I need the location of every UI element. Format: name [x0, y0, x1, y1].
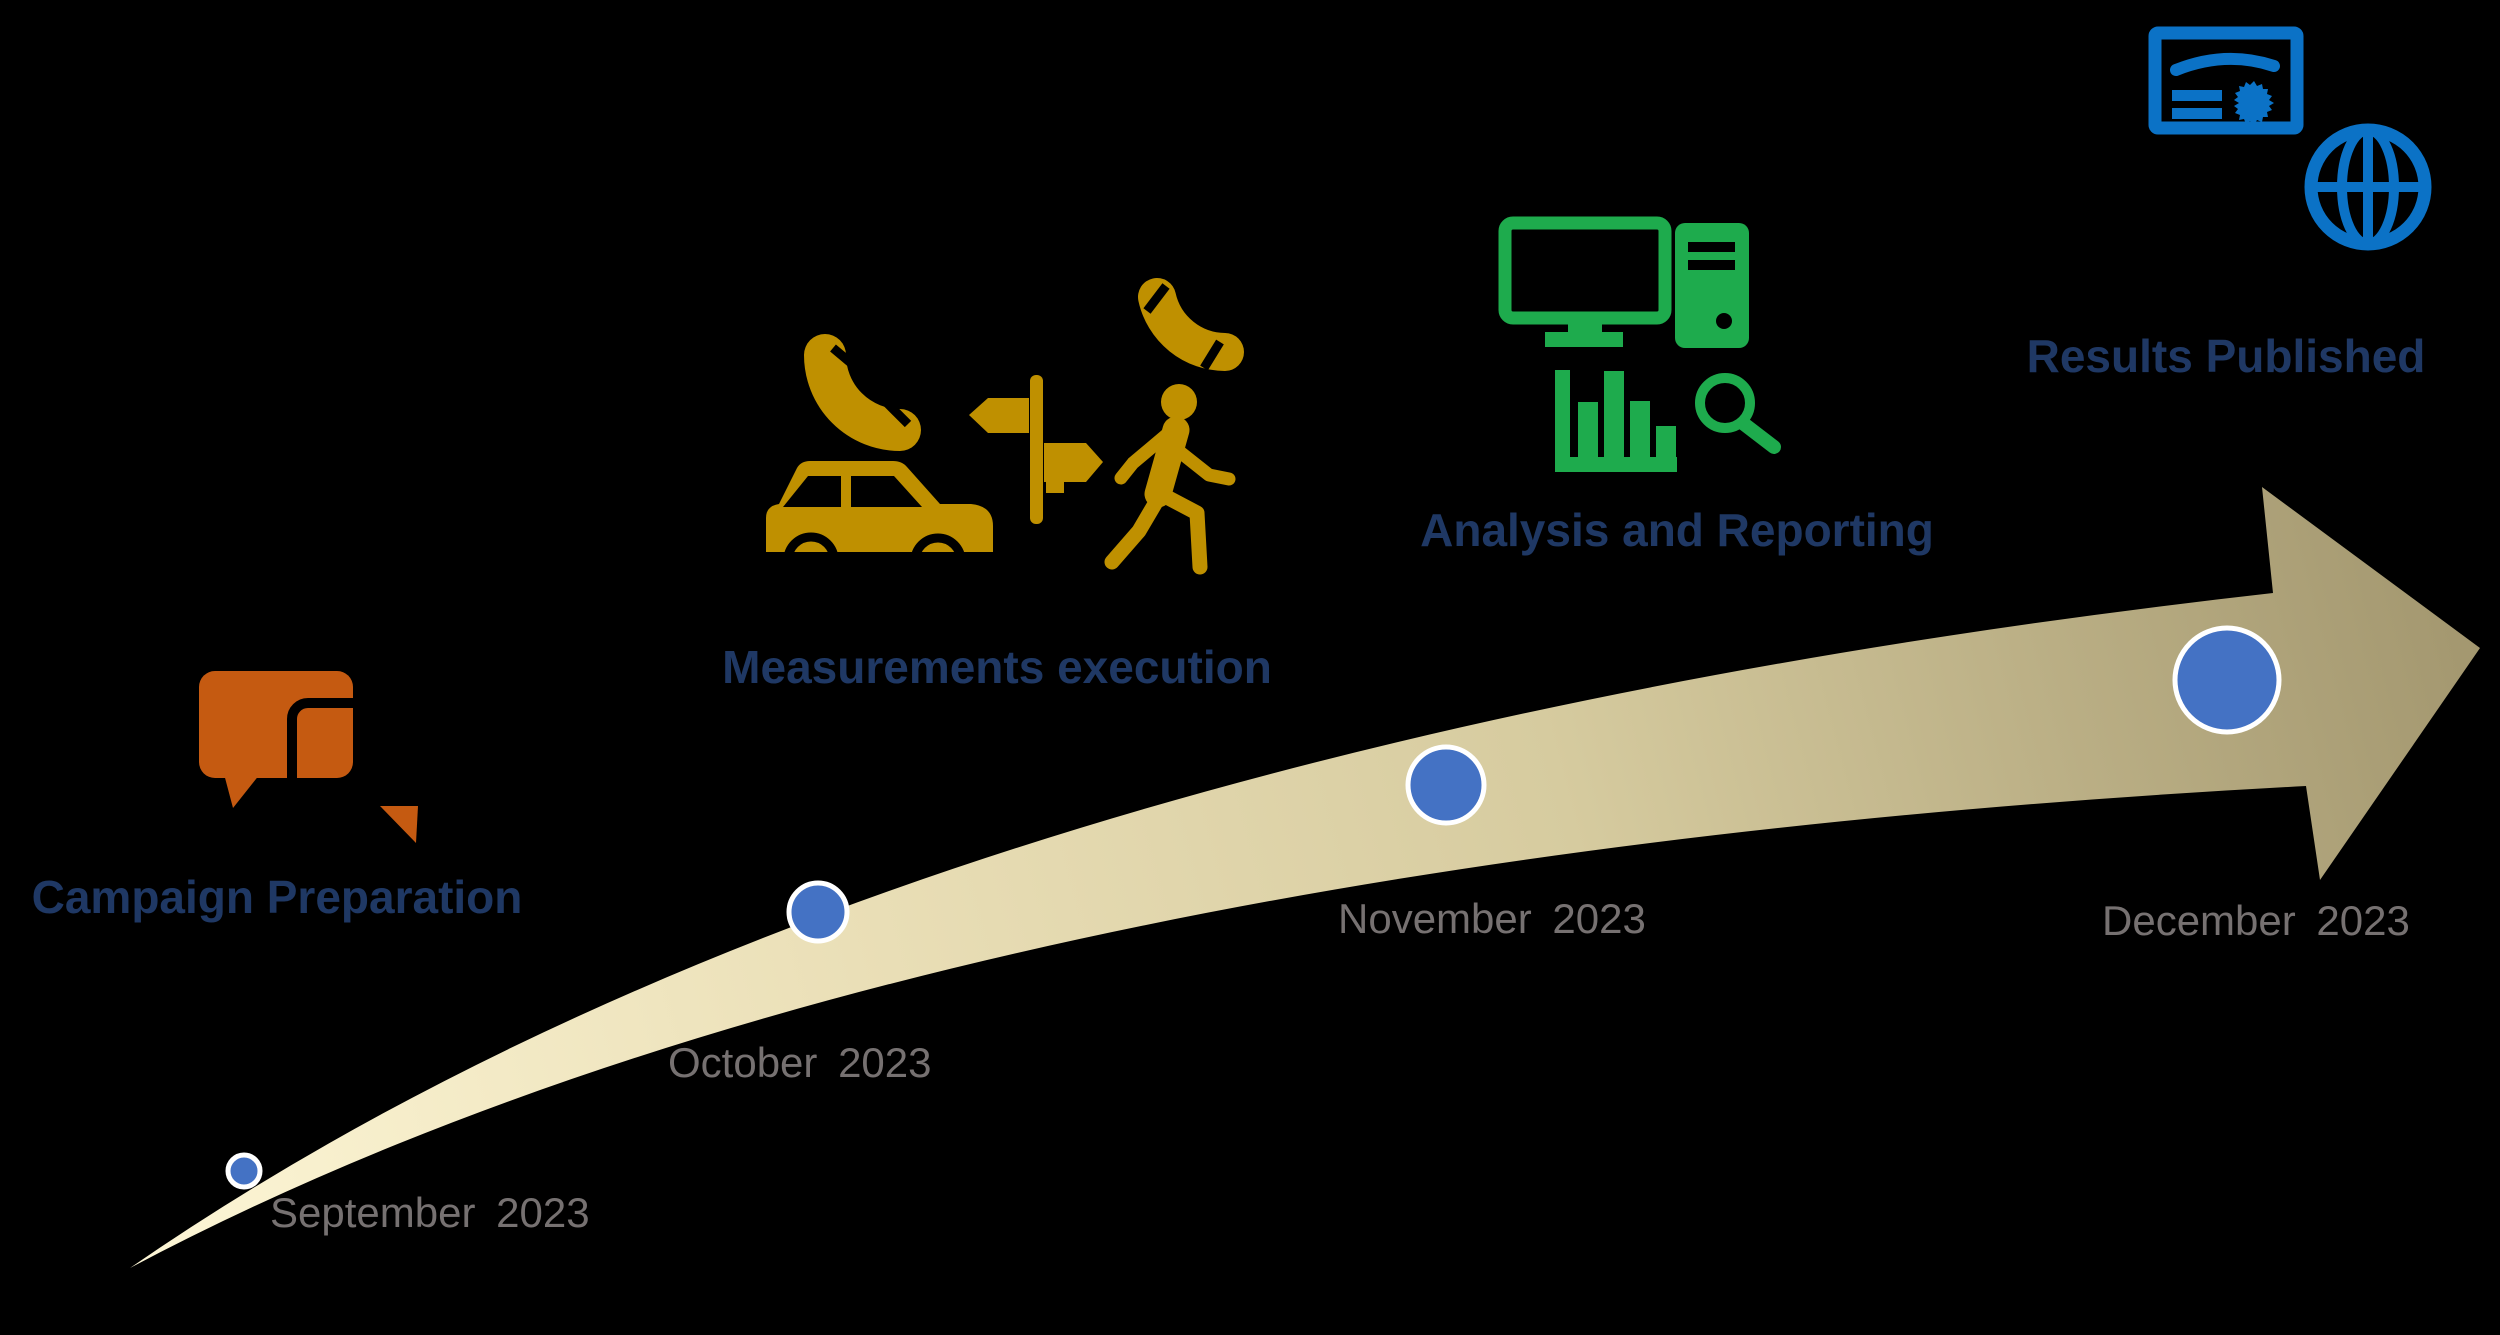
milestone-date-december: December 2023 [2102, 897, 2410, 944]
phone-handset-icon [1138, 278, 1244, 371]
milestone-date-october: October 2023 [668, 1039, 932, 1086]
magnifier-icon [1695, 373, 1781, 454]
milestone-date-september: September 2023 [270, 1189, 590, 1236]
milestone-title-analysis-reporting: Analysis and Reporting [1420, 504, 1934, 556]
certificate-icon [2148, 26, 2304, 135]
milestone-title-results-published: Results Published [2026, 330, 2426, 382]
milestone-dots [225, 625, 2282, 1190]
milestone-dot-november [1405, 744, 1487, 826]
chat-bubbles-icon [199, 671, 450, 843]
timeline-arrow [130, 487, 2480, 1268]
walking-person-icon [1104, 384, 1236, 575]
signpost-icon [969, 375, 1103, 524]
milestone-dot-october [786, 880, 850, 944]
milestone-dot-september [225, 1152, 263, 1190]
globe-icon [2304, 123, 2432, 251]
desktop-computer-icon [1498, 216, 1749, 348]
bar-chart-icon [1555, 370, 1677, 472]
milestone-title-measurements-execution: Measurements execution [722, 641, 1272, 693]
milestone-date-november: November 2023 [1338, 895, 1646, 942]
milestone-dot-december [2172, 625, 2282, 735]
milestone-title-campaign-preparation: Campaign Preparation [31, 871, 523, 923]
car-icon [766, 461, 993, 589]
phone-handset-icon [804, 334, 921, 451]
